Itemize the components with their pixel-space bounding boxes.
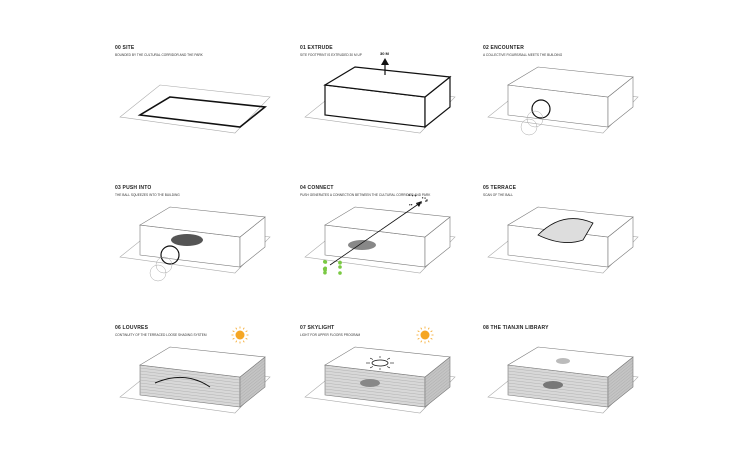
panel-subtitle: SITE FOOTPRINT IS EXTRUDED 30 M UP bbox=[300, 53, 362, 57]
panel-title: 02 ENCOUNTER bbox=[483, 45, 525, 51]
isometric-diagram bbox=[119, 84, 271, 134]
isometric-diagram bbox=[119, 326, 271, 414]
ball bbox=[531, 99, 551, 119]
isometric-diagram bbox=[119, 206, 271, 282]
panel-subtitle: A COLLECTIVE FIGURE/BALL MEETS THE BUILD… bbox=[483, 53, 563, 57]
louvres bbox=[154, 376, 211, 388]
panel-subtitle: BOUNDED BY THE CULTURAL CORRIDOR AND THE… bbox=[115, 53, 203, 57]
green-dot bbox=[338, 260, 342, 265]
panel-louvres: 06 LOUVRES CONTINUITY OF THE TERRACED LOO… bbox=[115, 325, 300, 460]
panel-title: 01 EXTRUDE bbox=[300, 45, 333, 51]
isometric-diagram bbox=[487, 346, 639, 414]
isometric-diagram bbox=[487, 206, 639, 274]
panel-title: 00 SITE bbox=[115, 45, 135, 51]
ball bbox=[160, 245, 180, 265]
panel-title: 08 THE TIANJIN LIBRARY bbox=[483, 325, 549, 331]
panel-push-into: 03 PUSH INTO THE BALL SQUEEZES INTO THE B… bbox=[115, 185, 300, 320]
terrace-opening bbox=[543, 381, 563, 389]
panel-title: 06 LOUVRES bbox=[115, 325, 149, 331]
panel-tianjin-library: 08 THE TIANJIN LIBRARY bbox=[483, 325, 668, 460]
green-dot bbox=[338, 265, 342, 269]
green-dot bbox=[323, 260, 328, 264]
panel-subtitle: CONTINUITY OF THE TERRACED LOOSE SHADING… bbox=[115, 333, 207, 337]
panel-skylight: 07 SKYLIGHT LIGHT FOR UPPER FLOORS PROGRA… bbox=[300, 325, 485, 460]
building-volume bbox=[507, 66, 634, 128]
terrace-scan bbox=[537, 218, 594, 243]
panel-subtitle: THE BALL SQUEEZES INTO THE BUILDING bbox=[115, 193, 180, 197]
panel-extrude: 01 EXTRUDE SITE FOOTPRINT IS EXTRUDED 30 … bbox=[300, 45, 485, 180]
connection-arrow-icon bbox=[329, 202, 421, 266]
green-dot bbox=[323, 270, 327, 275]
sun-icon bbox=[231, 326, 249, 344]
ground-plane bbox=[119, 84, 271, 134]
panel-title: 03 PUSH INTO bbox=[115, 185, 152, 191]
panel-encounter: 02 ENCOUNTER A COLLECTIVE FIGURE/BALL MEE… bbox=[483, 45, 668, 180]
building-volume bbox=[139, 206, 266, 268]
isometric-diagram bbox=[304, 194, 456, 275]
building-volume bbox=[139, 346, 266, 408]
ball-imprint bbox=[171, 234, 203, 246]
isometric-diagram bbox=[304, 58, 456, 134]
isometric-diagram bbox=[304, 326, 456, 414]
panel-site: 00 SITE BOUNDED BY THE CULTURAL CORRIDOR … bbox=[115, 45, 300, 180]
height-label: 30 M bbox=[380, 51, 389, 56]
panel-subtitle: PUSH GENERATES A CONNECTION BETWEEN THE … bbox=[300, 193, 431, 197]
skylight bbox=[371, 359, 389, 367]
isometric-diagram bbox=[487, 66, 639, 136]
building-volume bbox=[323, 66, 452, 129]
panel-subtitle: LIGHT FOR UPPER FLOORS PROGRAM bbox=[300, 333, 361, 337]
site-footprint bbox=[137, 96, 268, 128]
panel-title: 04 CONNECT bbox=[300, 185, 334, 191]
panel-terrace: 05 TERRACE SCAN OF THE BALL bbox=[483, 185, 668, 320]
sun-icon bbox=[416, 326, 434, 344]
green-dot bbox=[338, 271, 342, 275]
tunnel bbox=[348, 240, 376, 250]
panel-title: 07 SKYLIGHT bbox=[300, 325, 335, 331]
green-dot bbox=[322, 267, 327, 271]
panel-connect: 04 CONNECT PUSH GENERATES A CONNECTION BE… bbox=[300, 185, 485, 320]
skylight bbox=[556, 358, 570, 364]
panel-title: 05 TERRACE bbox=[483, 185, 517, 191]
panel-subtitle: SCAN OF THE BALL bbox=[483, 193, 514, 197]
